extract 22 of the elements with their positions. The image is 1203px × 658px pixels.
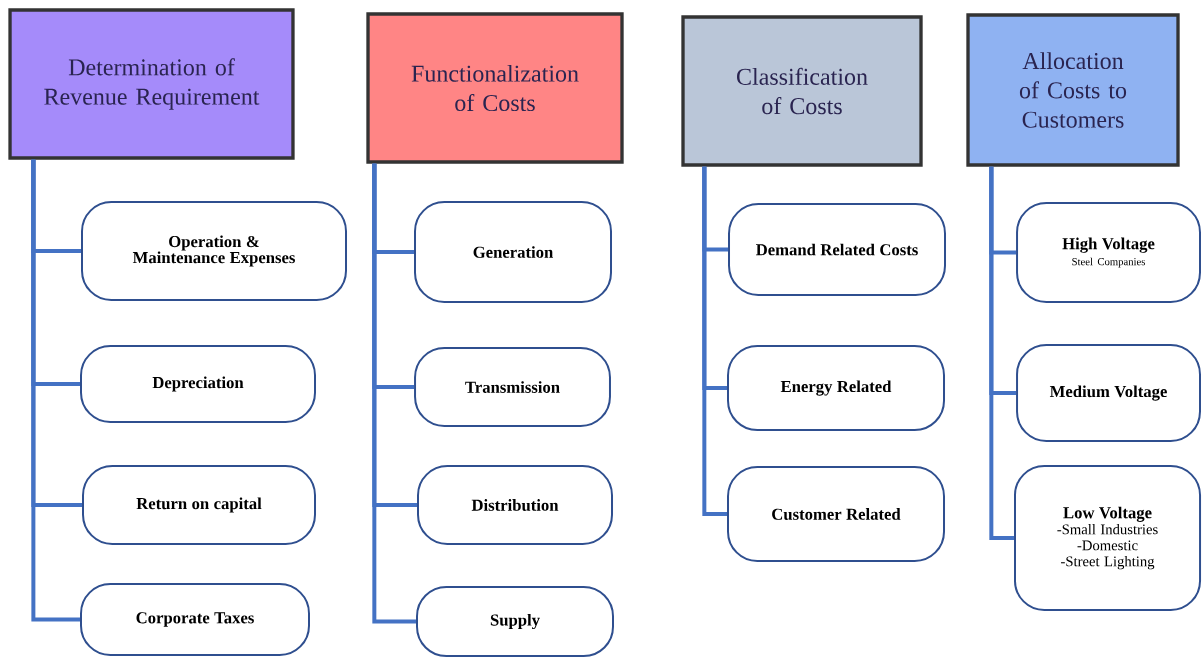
rounded-box: Energy Related — [727, 345, 945, 431]
heading-box: Allocation of Costs to Customers — [966, 13, 1180, 167]
rounded-box: Return on capital — [82, 465, 316, 545]
connector-line — [31, 159, 80, 622]
heading-box: Determination of Revenue Requirement — [8, 8, 295, 160]
rounded-box: Operation & Maintenance Expenses — [81, 201, 347, 301]
rounded-box: Customer Related — [727, 466, 945, 562]
connector-line — [702, 166, 727, 516]
rounded-box: Supply — [416, 585, 614, 658]
heading-box: Functionalization of Costs — [366, 12, 624, 164]
rounded-box: Demand Related Costs — [728, 203, 946, 296]
rounded-box: Medium Voltage — [1016, 344, 1201, 442]
rounded-box: Depreciation — [80, 345, 316, 423]
rounded-box: Transmission — [414, 347, 611, 427]
heading-box: Classification of Costs — [681, 15, 923, 167]
connector-line — [372, 163, 416, 624]
rounded-box: Distribution — [417, 465, 613, 545]
rounded-box: Low Voltage -Small Industries -Domestic -Street Lighting — [1014, 465, 1202, 611]
rounded-box: Generation — [414, 201, 612, 303]
connector-line — [989, 166, 1014, 540]
rounded-box: High Voltage Steel Companies — [1016, 202, 1201, 303]
rounded-box: Corporate Taxes — [80, 583, 310, 656]
